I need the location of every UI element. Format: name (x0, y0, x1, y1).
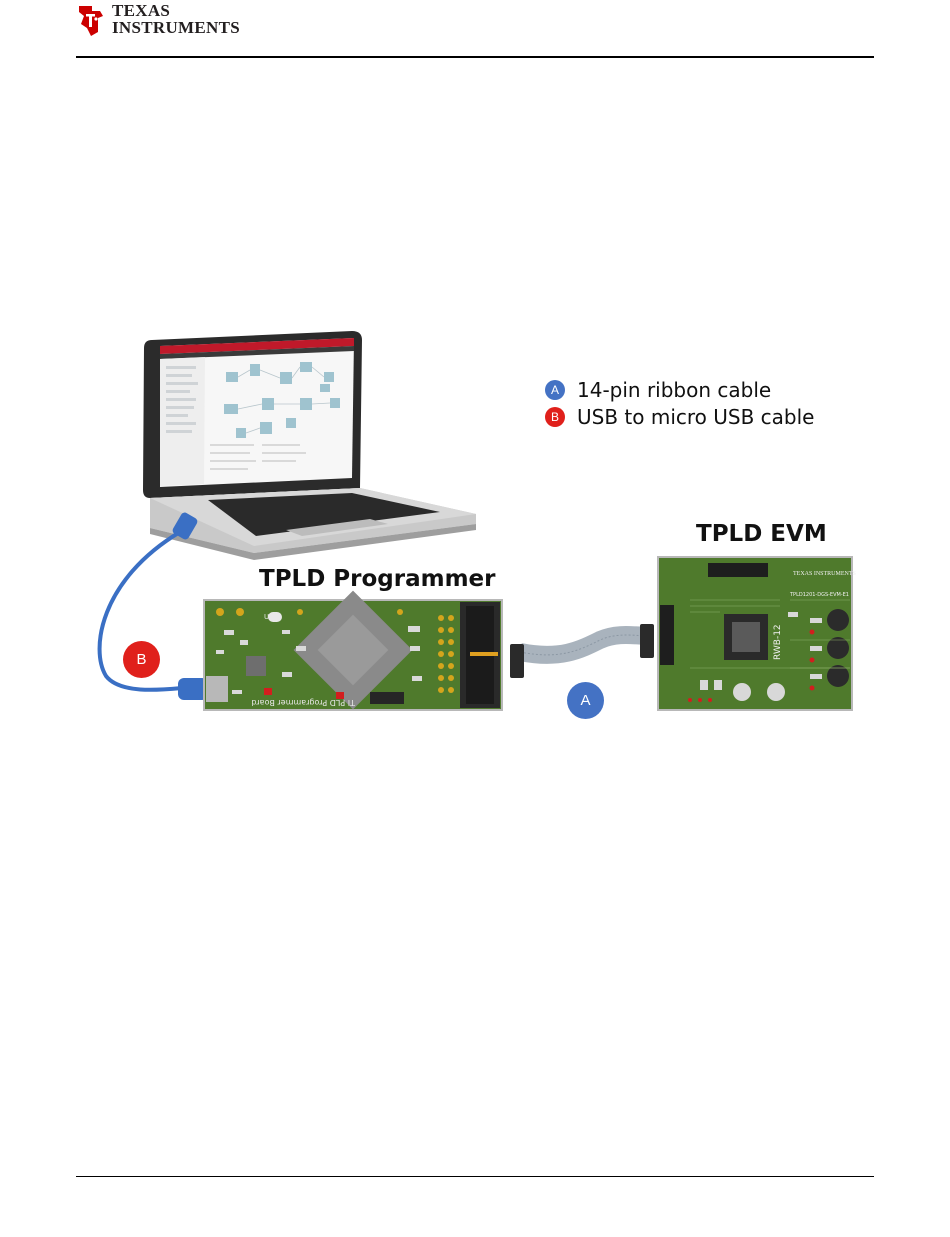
evm-ti-logo: TEXAS INSTRUMENTS (793, 571, 856, 577)
programmer-usb-label: USB (264, 613, 279, 621)
callout-a: A (567, 682, 604, 719)
legend: A 14-pin ribbon cable B USB to micro USB… (545, 376, 814, 430)
legend-label-a: 14-pin ribbon cable (577, 378, 771, 402)
legend-marker-b: B (545, 407, 565, 427)
footer-rule (76, 1176, 874, 1177)
legend-marker-a: A (545, 380, 565, 400)
legend-item-a: A 14-pin ribbon cable (545, 376, 814, 403)
evm-part-label: TPLD1201-DGS-EVM-E1 (789, 592, 849, 598)
legend-item-b: B USB to micro USB cable (545, 403, 814, 430)
programmer-board: TI PLD Programmer Board USB (204, 591, 502, 710)
callout-b: B (123, 641, 160, 678)
evm-title: TPLD EVM (696, 521, 827, 547)
legend-label-b: USB to micro USB cable (577, 405, 814, 429)
ribbon-cable (510, 624, 654, 678)
evm-board: TEXAS INSTRUMENTS TPLD1201-DGS-EVM-E1 RW… (658, 557, 856, 710)
evm-rwb-label: RWB-12 (773, 624, 783, 660)
programmer-title: TPLD Programmer (259, 566, 496, 592)
programmer-silkscreen: TI PLD Programmer Board (251, 698, 356, 707)
